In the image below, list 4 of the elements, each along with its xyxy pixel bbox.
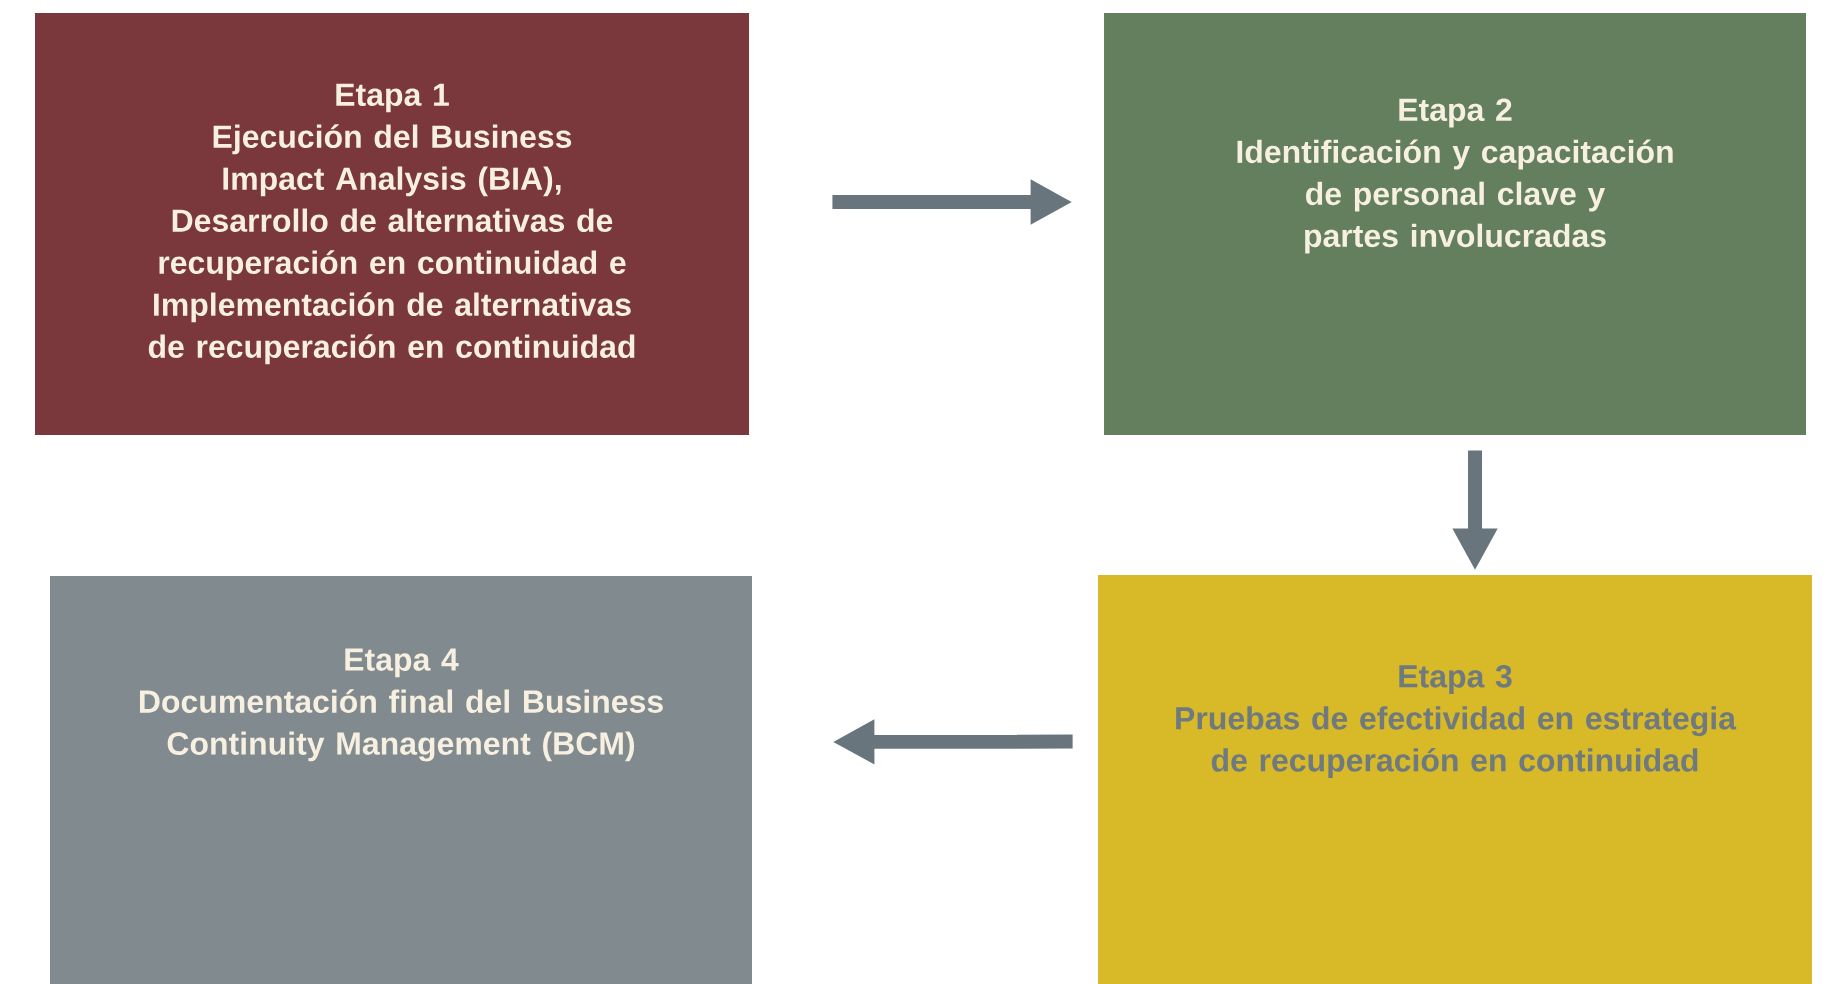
stage-box: Etapa 4 Documentación final del Business Continuity Management (BCM) bbox=[50, 576, 752, 984]
stage-box: Etapa 2 Identificación y capacitación de personal clave y partes involucradas bbox=[1104, 13, 1807, 435]
stage-box: Etapa 3 Pruebas de efectividad en estrategia de recuperación en continuidad bbox=[1098, 575, 1813, 984]
stage-box: Etapa 1 Ejecución del Business Impact Analysis (BIA), Desarrollo de alternativas de recuperación en continuidad e Implementación de alternativas de recuperación en continuidad bbox=[35, 13, 749, 435]
